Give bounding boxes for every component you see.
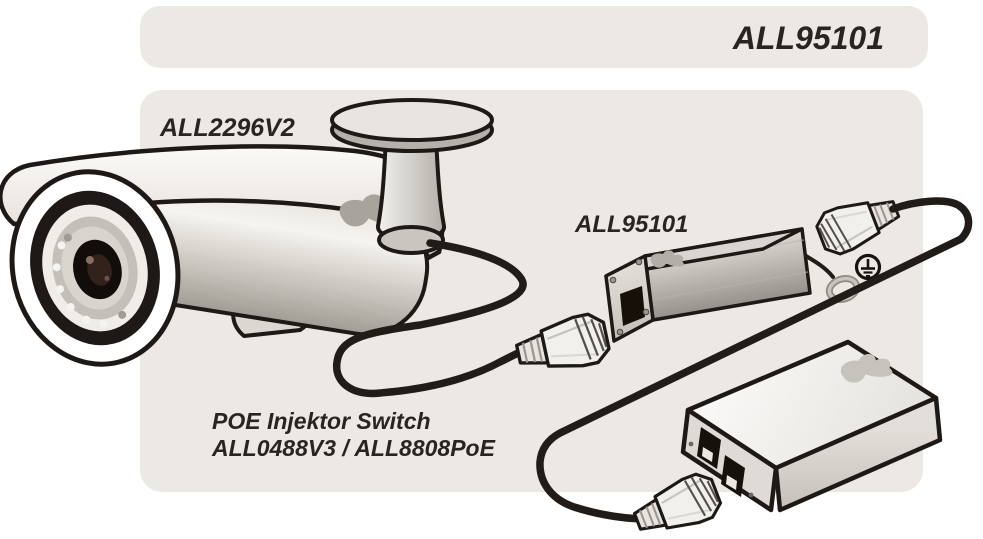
header-banner xyxy=(140,6,928,68)
ethernet-cable-injector-to-switch xyxy=(536,197,973,523)
switch-rj45-port-1 xyxy=(697,427,721,469)
poe-switch-illustration xyxy=(680,339,943,513)
security-camera-illustration xyxy=(0,98,494,367)
camera-model-label: ALL2296V2 xyxy=(159,114,295,142)
ir-led-dots xyxy=(52,233,127,328)
camera-mount-bracket xyxy=(330,98,494,255)
poe-switch-label-line1: POE Injektor Switch xyxy=(212,408,431,434)
product-title: ALL95101 xyxy=(732,20,884,56)
ethernet-cable-camera-to-injector xyxy=(333,239,527,398)
camera-lens-assembly xyxy=(9,169,181,367)
poe-switch-label-line2: ALL0488V3 / ALL8808PoE xyxy=(211,435,496,461)
protective-earth-icon xyxy=(854,253,882,281)
injector-screws xyxy=(609,258,650,336)
injector-rj45-port xyxy=(620,286,645,326)
poe-injector-illustration xyxy=(604,227,812,343)
switch-front-face xyxy=(773,395,943,513)
switch-screws xyxy=(688,441,754,498)
switch-rj45-port-2 xyxy=(721,455,745,497)
injector-model-label: ALL95101 xyxy=(574,211,688,238)
grounding-wire xyxy=(804,254,835,279)
